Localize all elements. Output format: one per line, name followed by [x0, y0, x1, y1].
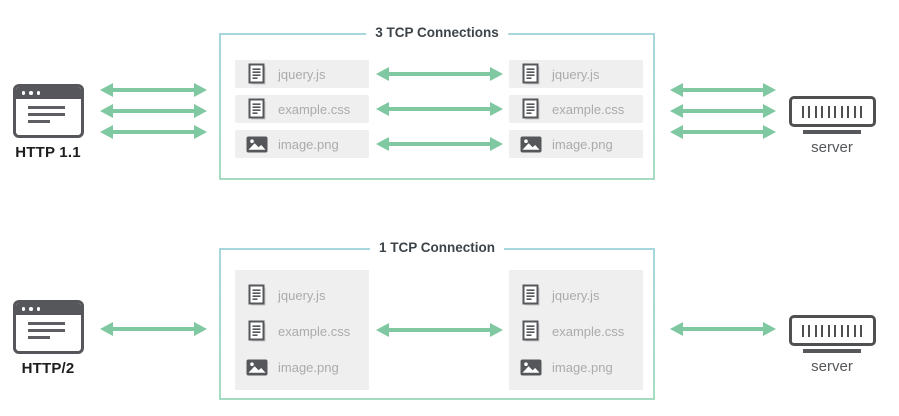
- document-icon: [522, 320, 540, 341]
- bidirectional-arrow-icon: [100, 104, 207, 118]
- document-icon: [522, 98, 540, 119]
- browser-dot: [36, 307, 40, 311]
- box-to-server-arrows-http11: [670, 83, 776, 139]
- image-icon: [520, 359, 542, 375]
- browser-dot: [36, 91, 40, 95]
- file-name: example.css: [278, 101, 351, 117]
- request-file-list: jquery.js example.css image.png: [235, 60, 369, 158]
- file-name: example.css: [552, 101, 625, 117]
- request-file-panel: jquery.js example.css image.png: [235, 270, 369, 390]
- file-item: jquery.js: [509, 283, 643, 307]
- browser-dot: [21, 91, 25, 95]
- content-line: [27, 120, 50, 123]
- bidirectional-arrow-icon: [100, 83, 207, 97]
- file-name: example.css: [552, 323, 625, 339]
- browser-dot: [29, 91, 33, 95]
- document-icon: [248, 63, 266, 84]
- file-item: example.css: [509, 319, 643, 343]
- bidirectional-arrow-icon: [100, 125, 207, 139]
- server-stand: [803, 130, 861, 134]
- file-item: image.png: [235, 130, 369, 158]
- image-icon: [246, 359, 268, 375]
- bidirectional-arrow-icon: [376, 323, 503, 337]
- tcp-connections-box-http11: 3 TCP Connections jquery.js example.css: [219, 25, 655, 180]
- client-protocol-label: HTTP/2: [21, 360, 75, 377]
- content-line: [27, 113, 65, 116]
- file-name: jquery.js: [552, 66, 600, 82]
- client-to-box-arrow-http2: [100, 322, 207, 336]
- document-icon: [522, 284, 540, 305]
- server-stand: [803, 349, 861, 353]
- server-label: server: [811, 358, 853, 375]
- file-name: jquery.js: [278, 287, 326, 303]
- box-to-server-arrow-http2: [670, 322, 776, 336]
- file-name: image.png: [278, 136, 339, 152]
- browser-dot: [29, 307, 33, 311]
- bidirectional-arrow-icon: [376, 137, 503, 151]
- bidirectional-arrow-icon: [670, 125, 776, 139]
- file-item: image.png: [235, 355, 369, 379]
- file-name: image.png: [278, 359, 339, 375]
- bidirectional-arrow-icon: [670, 83, 776, 97]
- http11-client: HTTP 1.1: [12, 84, 84, 161]
- client-to-box-arrows-http11: [100, 83, 207, 139]
- in-box-arrows-http11: [376, 60, 503, 158]
- response-file-panel: jquery.js example.css image.png: [509, 270, 643, 390]
- bidirectional-arrow-icon: [376, 102, 503, 116]
- image-icon: [246, 136, 268, 152]
- file-name: jquery.js: [278, 66, 326, 82]
- server-http2: server: [786, 315, 878, 375]
- content-line: [27, 329, 65, 332]
- document-icon: [248, 320, 266, 341]
- file-item: example.css: [235, 319, 369, 343]
- browser-content-lines: [16, 99, 81, 123]
- server-label: server: [811, 139, 853, 156]
- server-http11: server: [786, 96, 878, 156]
- file-name: example.css: [278, 323, 351, 339]
- response-file-list: jquery.js example.css image.png: [509, 60, 643, 158]
- tcp-connection-box-http2: 1 TCP Connection jquery.js example.css: [219, 240, 655, 400]
- box-title: 1 TCP Connection: [369, 240, 505, 255]
- client-protocol-label: HTTP 1.1: [15, 144, 81, 161]
- file-name: jquery.js: [552, 287, 600, 303]
- file-item: jquery.js: [235, 283, 369, 307]
- server-icon: [788, 96, 876, 127]
- file-item: example.css: [235, 95, 369, 123]
- browser-icon: [12, 300, 84, 354]
- image-icon: [520, 136, 542, 152]
- box-title: 3 TCP Connections: [366, 25, 508, 40]
- content-line: [27, 322, 65, 325]
- file-item: image.png: [509, 130, 643, 158]
- server-icon: [788, 315, 876, 346]
- in-box-arrow-http2: [376, 323, 503, 337]
- file-item: image.png: [509, 355, 643, 379]
- bidirectional-arrow-icon: [670, 322, 776, 336]
- bidirectional-arrow-icon: [100, 322, 207, 336]
- browser-dot: [21, 307, 25, 311]
- document-icon: [248, 284, 266, 305]
- browser-titlebar: [15, 303, 81, 315]
- bidirectional-arrow-icon: [670, 104, 776, 118]
- file-item: jquery.js: [235, 60, 369, 88]
- browser-icon: [12, 84, 84, 138]
- browser-titlebar: [15, 87, 81, 99]
- file-item: jquery.js: [509, 60, 643, 88]
- http2-client: HTTP/2: [12, 300, 84, 377]
- bidirectional-arrow-icon: [376, 67, 503, 81]
- content-line: [27, 106, 65, 109]
- document-icon: [248, 98, 266, 119]
- file-name: image.png: [552, 136, 613, 152]
- file-item: example.css: [509, 95, 643, 123]
- browser-content-lines: [16, 315, 81, 339]
- document-icon: [522, 63, 540, 84]
- content-line: [27, 336, 50, 339]
- file-name: image.png: [552, 359, 613, 375]
